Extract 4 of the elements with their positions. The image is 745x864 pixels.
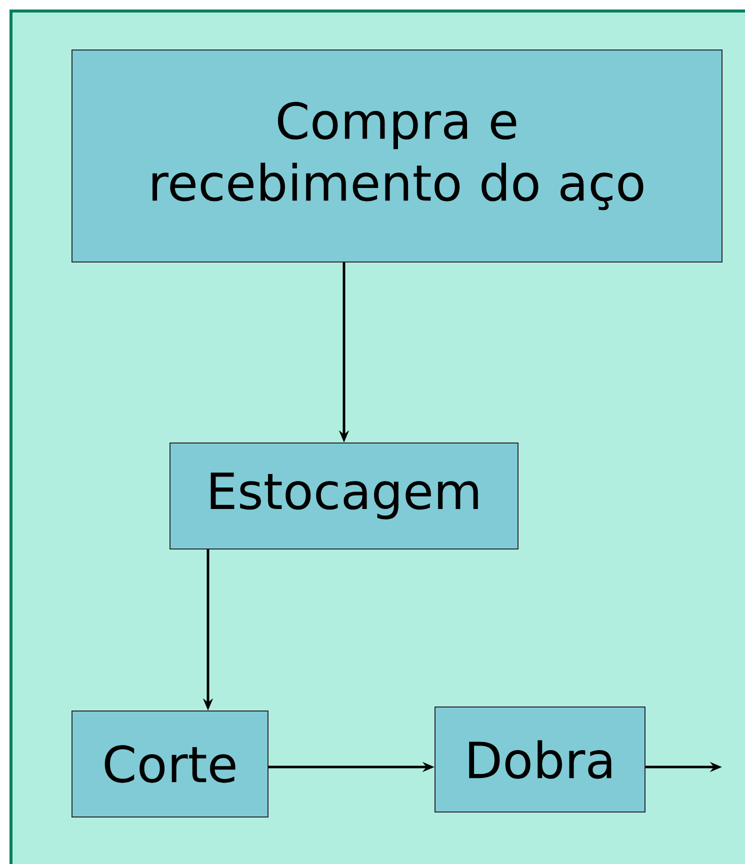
process-box: Corte <box>72 710 268 818</box>
process-box: Compra e recebimento do aço <box>72 50 722 262</box>
process-box: Estocagem <box>170 442 518 550</box>
process-box: Dobra <box>434 706 646 812</box>
